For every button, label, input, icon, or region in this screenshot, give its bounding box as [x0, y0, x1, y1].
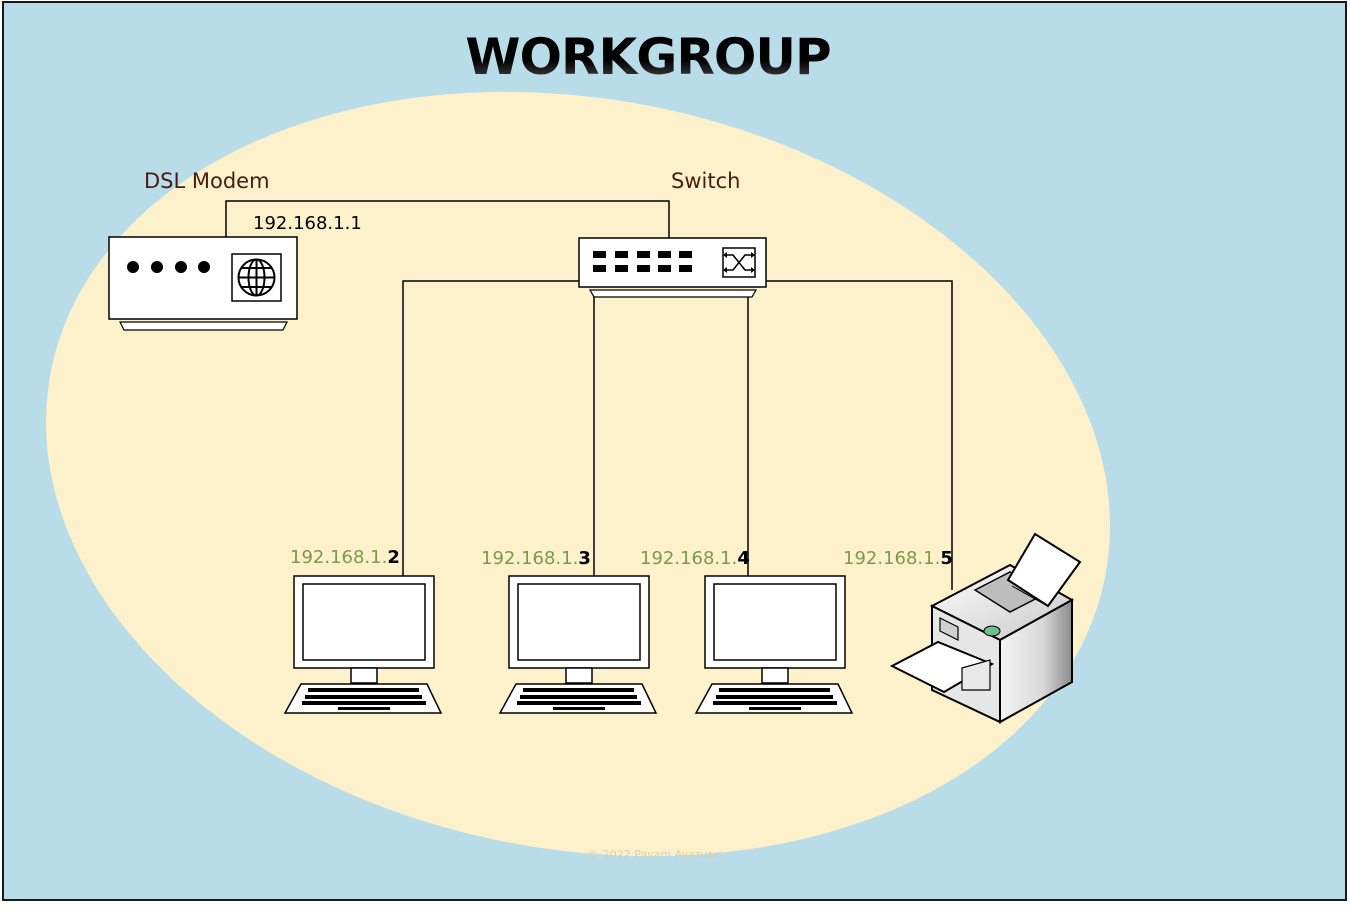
printer-ip-network: 192.168.1.: [843, 548, 940, 569]
modem-ip: 192.168.1.1: [253, 213, 362, 234]
switch-label: Switch: [671, 169, 740, 193]
modem-label: DSL Modem: [144, 169, 270, 193]
pc3-ip-host: 4: [737, 548, 750, 569]
pc3-ip: 192.168.1.4: [640, 548, 750, 569]
network-switch-icon[interactable]: [578, 237, 767, 298]
dsl-modem-icon[interactable]: [108, 236, 298, 331]
connections: [225, 200, 953, 590]
computer-3[interactable]: [694, 575, 854, 714]
link-modem-switch: [225, 200, 670, 238]
pc2-ip: 192.168.1.3: [481, 548, 591, 569]
switch-arrows-icon: [722, 247, 756, 278]
computer-icon: [498, 575, 658, 714]
printer-ip-host: 5: [940, 548, 953, 569]
link-switch-pc1: [402, 280, 580, 576]
printer-icon[interactable]: [889, 532, 1082, 724]
watermark: © 2022 Payam Ayazuari: [588, 848, 721, 861]
computer-2[interactable]: [498, 575, 658, 714]
pc1-ip-network: 192.168.1.: [290, 547, 387, 568]
pc2-ip-network: 192.168.1.: [481, 548, 578, 569]
pc2-ip-host: 3: [578, 548, 591, 569]
printer-ip: 192.168.1.5: [843, 548, 953, 569]
pc3-ip-network: 192.168.1.: [640, 548, 737, 569]
diagram-title: WORKGROUP: [465, 28, 830, 86]
pc1-ip-host: 2: [387, 547, 400, 568]
computer-icon: [283, 575, 443, 714]
computer-1[interactable]: [283, 575, 443, 714]
pc1-ip: 192.168.1.2: [290, 547, 400, 568]
computer-icon: [694, 575, 854, 714]
link-switch-printer: [766, 280, 953, 590]
